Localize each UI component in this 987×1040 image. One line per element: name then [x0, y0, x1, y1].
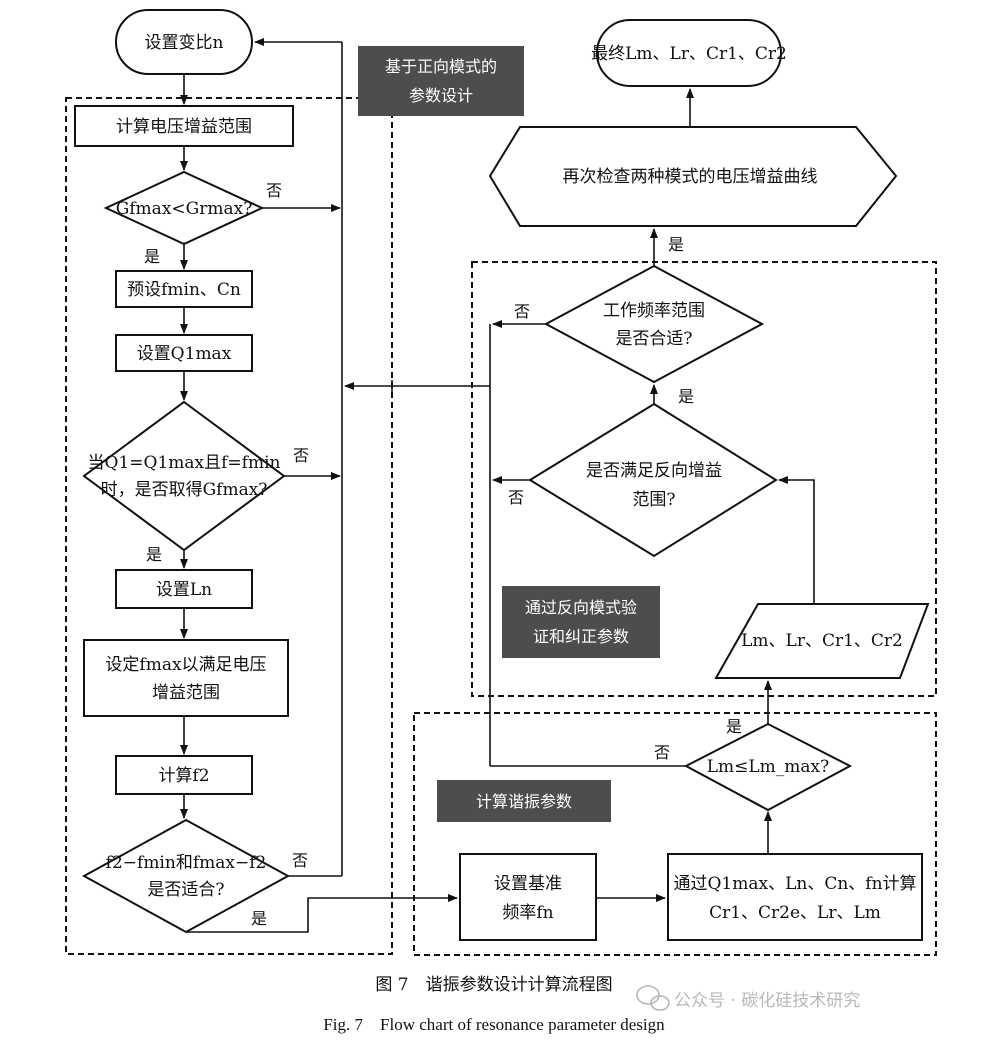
label-yes-3: 是	[251, 909, 267, 928]
svg-text:频率fn: 频率fn	[502, 903, 553, 923]
svg-text:工作频率范围: 工作频率范围	[603, 301, 705, 321]
svg-text:设置Q1max: 设置Q1max	[137, 344, 232, 364]
svg-text:预设fmin、Cn: 预设fmin、Cn	[127, 280, 241, 300]
wechat-icon	[636, 985, 670, 1011]
resonant-calculation-region	[413, 712, 937, 956]
svg-text:再次检查两种模式的电压增益曲线: 再次检查两种模式的电压增益曲线	[563, 167, 818, 187]
reverse-mode-label: 通过反向模式验 证和纠正参数	[502, 586, 660, 658]
svg-text:通过Q1max、Ln、Cn、fn计算: 通过Q1max、Ln、Cn、fn计算	[673, 874, 916, 894]
label-no-4: 否	[514, 302, 530, 321]
label-yes-5: 是	[678, 387, 694, 406]
svg-text:设置变比n: 设置变比n	[145, 33, 224, 53]
node-set-base-freq: 设置基准 频率fn	[459, 853, 597, 941]
svg-text:范围?: 范围?	[632, 490, 675, 510]
svg-text:计算电压增益范围: 计算电压增益范围	[116, 117, 252, 137]
forward-design-region	[65, 97, 393, 955]
label-no-3: 否	[292, 851, 308, 870]
node-cond-freq-range: 工作频率范围 是否合适?	[543, 264, 765, 384]
node-set-ln: 设置Ln	[115, 569, 253, 609]
connectors	[180, 38, 815, 933]
label-no-2: 否	[293, 446, 309, 465]
node-final-params: 最终Lm、Lr、Cr1、Cr2	[591, 19, 787, 87]
svg-text:时，是否取得Gfmax?: 时，是否取得Gfmax?	[101, 480, 268, 500]
svg-text:基于正向模式的: 基于正向模式的	[385, 57, 497, 76]
svg-text:f2−fmin和fmax−f2: f2−fmin和fmax−f2	[106, 853, 267, 873]
label-no-5: 否	[508, 488, 524, 507]
resonant-calc-label: 计算谐振参数	[437, 780, 611, 822]
label-yes-2: 是	[146, 545, 162, 564]
svg-text:公众号 · 碳化硅技术研究: 公众号 · 碳化硅技术研究	[674, 991, 860, 1011]
caption-chinese: 图 7 谐振参数设计计算流程图	[375, 975, 612, 995]
node-calc-gain-range: 计算电压增益范围	[74, 105, 294, 147]
node-cond-lm-max: Lm≤Lm_max?	[683, 722, 853, 812]
node-params-io: Lm、Lr、Cr1、Cr2	[714, 603, 930, 679]
label-no-6: 否	[654, 743, 670, 762]
node-set-turns-ratio: 设置变比n	[115, 9, 253, 75]
node-cond-q1-gain: 当Q1=Q1max且f=fmin 时，是否取得Gfmax?	[82, 400, 286, 552]
svg-text:Cr1、Cr2e、Lr、Lm: Cr1、Cr2e、Lr、Lm	[709, 903, 881, 923]
label-yes-1: 是	[144, 247, 160, 266]
label-no-1: 否	[266, 181, 282, 200]
svg-text:是否满足反向增益: 是否满足反向增益	[586, 461, 722, 481]
svg-text:设置Ln: 设置Ln	[156, 580, 212, 600]
node-cond-f2: f2−fmin和fmax−f2 是否适合?	[81, 818, 291, 934]
svg-text:Lm、Lr、Cr1、Cr2: Lm、Lr、Cr1、Cr2	[741, 631, 903, 651]
watermark: 公众号 · 碳化硅技术研究	[636, 985, 860, 1011]
node-set-q1max: 设置Q1max	[115, 334, 253, 372]
svg-text:是否合适?: 是否合适?	[615, 329, 692, 349]
svg-text:计算f2: 计算f2	[158, 766, 209, 786]
svg-text:Lm≤Lm_max?: Lm≤Lm_max?	[707, 757, 830, 777]
node-calc-f2: 计算f2	[115, 755, 253, 795]
svg-text:Gfmax<Grmax?: Gfmax<Grmax?	[116, 199, 253, 219]
svg-text:最终Lm、Lr、Cr1、Cr2: 最终Lm、Lr、Cr1、Cr2	[591, 44, 787, 64]
caption-english: Fig. 7 Flow chart of resonance parameter…	[323, 1015, 665, 1034]
reverse-verification-region	[471, 261, 937, 697]
svg-text:证和纠正参数: 证和纠正参数	[533, 627, 629, 646]
svg-text:设定fmax以满足电压: 设定fmax以满足电压	[105, 655, 266, 675]
label-yes-4: 是	[668, 235, 684, 254]
node-calc-resonant-params: 通过Q1max、Ln、Cn、fn计算 Cr1、Cr2e、Lr、Lm	[667, 853, 923, 941]
node-cond-reverse-gain: 是否满足反向增益 范围?	[528, 402, 778, 558]
edge-labels: 否 是 否 是 否 是 是 否 是 否 是 否	[144, 181, 742, 928]
svg-text:增益范围: 增益范围	[152, 683, 220, 703]
svg-text:设置基准: 设置基准	[494, 874, 562, 894]
svg-text:当Q1=Q1max且f=fmin: 当Q1=Q1max且f=fmin	[88, 453, 281, 473]
node-cond-gain-max: Gfmax<Grmax?	[103, 170, 265, 246]
label-yes-6: 是	[726, 717, 742, 736]
svg-text:参数设计: 参数设计	[409, 86, 473, 105]
svg-text:计算谐振参数: 计算谐振参数	[476, 792, 572, 811]
node-set-fmax: 设定fmax以满足电压 增益范围	[83, 639, 289, 717]
forward-mode-label: 基于正向模式的 参数设计	[358, 46, 524, 116]
node-preset-fmin-cn: 预设fmin、Cn	[115, 270, 253, 308]
svg-text:通过反向模式验: 通过反向模式验	[525, 598, 637, 617]
node-recheck-gain-curves: 再次检查两种模式的电压增益曲线	[488, 126, 898, 227]
svg-text:是否适合?: 是否适合?	[147, 880, 224, 900]
